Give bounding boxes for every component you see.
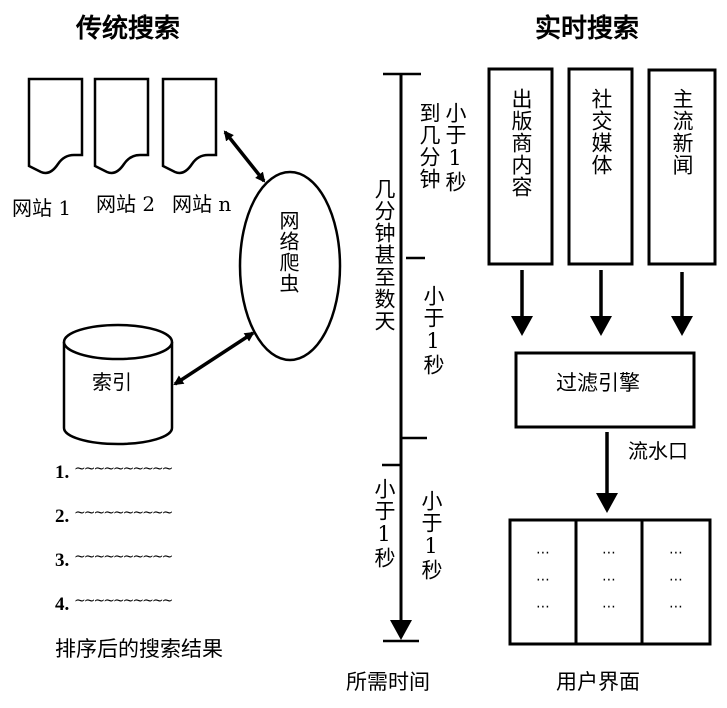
ui-item: ⋯ — [669, 572, 685, 588]
ui-item: ⋯ — [536, 599, 552, 615]
crawler-ellipse — [238, 170, 342, 362]
timeline-left-bottom-label: 小于1秒 — [372, 478, 396, 569]
website-label-1: 网站 1 — [12, 196, 72, 220]
website-doc-1 — [27, 77, 84, 175]
filter-engine-box — [514, 351, 696, 429]
ui-item: ⋯ — [602, 599, 618, 615]
timeline-right-1b-label: 到几分钟 — [417, 102, 441, 190]
website-label-2: 网站 2 — [96, 192, 156, 216]
result-text: ~~~~~~~~~~ — [74, 593, 173, 609]
arrowhead-publisher — [511, 316, 533, 336]
realtime-search-title: 实时搜索 — [535, 14, 640, 44]
source-label-publisher: 出版商内容 — [509, 88, 533, 198]
result-number: 4. — [55, 594, 70, 615]
timeline-right-3-label: 小于1秒 — [419, 490, 443, 581]
website-label-n: 网站 n — [172, 192, 232, 216]
source-box-news — [647, 68, 717, 266]
filter-engine-label: 过滤引擎 — [556, 371, 640, 395]
ui-item: ⋯ — [602, 545, 618, 561]
result-number: 1. — [55, 462, 70, 483]
ui-item: ⋯ — [536, 545, 552, 561]
result-number: 3. — [55, 550, 70, 571]
timeline-caption: 所需时间 — [346, 670, 430, 694]
crawler-label: 网络爬虫 — [276, 210, 300, 294]
arrowhead-ui — [596, 493, 618, 513]
arrowhead-social — [590, 316, 612, 336]
arrow-crawler-index — [173, 331, 255, 386]
arrowhead-news — [671, 316, 693, 336]
traditional-search-title: 传统搜索 — [76, 14, 181, 44]
ui-item: ⋯ — [602, 572, 618, 588]
index-label: 索引 — [92, 370, 132, 394]
timeline-right-2-label: 小于1秒 — [421, 285, 445, 376]
index-cylinder — [62, 323, 174, 446]
timeline-left-top-label: 几分钟甚至数天 — [372, 178, 396, 332]
result-text: ~~~~~~~~~~ — [74, 505, 173, 521]
user-interface-box — [508, 518, 712, 646]
source-label-social: 社交媒体 — [589, 88, 613, 176]
website-doc-2 — [93, 77, 150, 175]
result-text: ~~~~~~~~~~ — [74, 461, 173, 477]
stream-label: 流水口 — [628, 439, 688, 463]
website-doc-n — [161, 77, 218, 175]
timeline-arrowhead — [390, 620, 412, 640]
timeline-right-1a-label: 小于1秒 — [443, 102, 467, 193]
source-label-news: 主流新闻 — [670, 88, 694, 176]
arrow-sites-crawler — [223, 130, 266, 183]
result-text: ~~~~~~~~~~ — [74, 549, 173, 565]
result-number: 2. — [55, 506, 70, 527]
source-box-publisher — [487, 67, 554, 266]
source-box-social — [567, 67, 634, 266]
ui-item: ⋯ — [536, 572, 552, 588]
ui-item: ⋯ — [669, 545, 685, 561]
user-interface-caption: 用户界面 — [556, 670, 640, 694]
ui-item: ⋯ — [669, 599, 685, 615]
results-caption: 排序后的搜索结果 — [55, 637, 223, 661]
